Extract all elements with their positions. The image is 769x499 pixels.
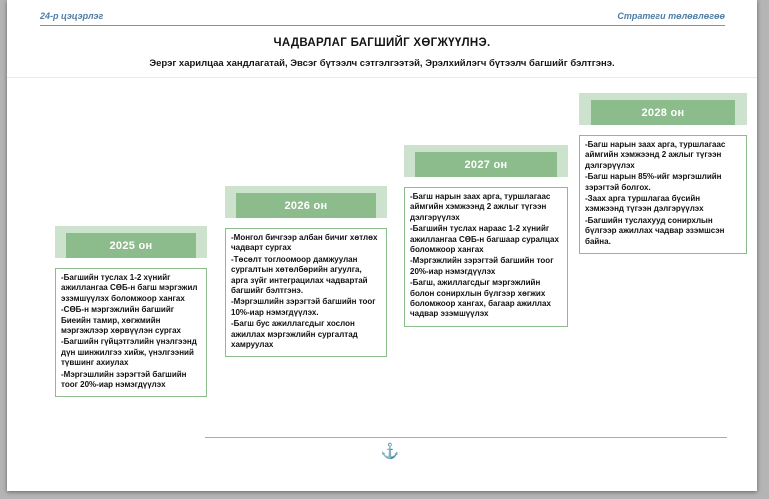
plan-item: -Багш бус ажиллагсдыг хослон ажиллах мэр… <box>231 319 358 349</box>
stair-step: 2027 он <box>404 145 568 177</box>
plan-item: -Заах арга туршлагаа бүсийн хэмжээнд түг… <box>585 193 704 214</box>
year-label: 2026 он <box>284 199 328 212</box>
plan-item: -Төсөлт тоглоомоор дамжуулан сургалтын х… <box>231 254 368 295</box>
plan-item: -Багш нарын 85%-ийг мэргэшлийн зэрэгтэй … <box>585 172 722 192</box>
header-divider <box>7 77 757 78</box>
plan-item: -Багшийн туслах нараас 1-2 хүнийг ажилла… <box>410 224 559 254</box>
stair-step: 2025 он <box>55 226 207 258</box>
plan-box: -Багш нарын заах арга, туршлагаас аймгий… <box>579 135 747 254</box>
doc-header: 24-р цэцэрлэг Стратеги төлөвлөгөө <box>40 11 725 26</box>
stair-step: 2028 он <box>579 93 747 125</box>
page-title: ЧАДВАРЛАГ БАГШИЙГ ХӨГЖҮҮЛНЭ. <box>273 37 491 49</box>
plan-item: -СӨБ-н мэргэжлийн багшийг Биеийн тамир, … <box>61 305 181 335</box>
plan-box: -Багшийн туслах 1-2 хүнийг ажиллангаа СӨ… <box>55 268 207 398</box>
plan-item: -Багш нарын заах арга, туршлагаас аймгий… <box>410 192 551 222</box>
anchor-icon: ⚓ <box>380 443 400 460</box>
plan-item: -Монгол бичгээр албан бичиг хөтлөх чадва… <box>231 233 378 253</box>
year-column-2: 2026 он -Монгол бичгээр албан бичиг хөтл… <box>225 186 387 358</box>
plan-item: -Багшийн гүйцэтгэлийн үнэлгээнд дүн шинж… <box>61 337 197 368</box>
doc-header-right: Стратеги төлөвлөгөө <box>617 11 725 21</box>
year-label: 2028 он <box>641 106 685 119</box>
year-box: 2025 он <box>65 233 197 258</box>
plan-box: -Монгол бичгээр албан бичиг хөтлөх чадва… <box>225 228 387 358</box>
year-column-4: 2028 он -Багш нарын заах арга, туршлагаа… <box>579 93 747 254</box>
year-box: 2027 он <box>415 152 557 177</box>
doc-header-left: 24-р цэцэрлэг <box>40 11 104 21</box>
plan-item: -Мэргэшлийн зэрэгтэй багшийн тоог 10%-иа… <box>231 297 376 317</box>
plan-item: -Мэргэшлийн зэрэгтэй багшийн тоог 20%-иа… <box>61 369 187 389</box>
diagram-baseline <box>205 437 727 438</box>
plan-item: -Багшийн туслахууд сонирхлын бүлгээр ажи… <box>585 215 725 246</box>
document-page: 24-р цэцэрлэг Стратеги төлөвлөгөө ЧАДВАР… <box>7 0 757 491</box>
year-label: 2027 он <box>464 158 508 171</box>
plan-item: -Мэргэжлийн зэрэгтэй багшийн тоог 20%-иа… <box>410 256 554 276</box>
year-column-3: 2027 он -Багш нарын заах арга, туршлагаа… <box>404 145 568 327</box>
plan-item: -Багшийн туслах 1-2 хүнийг ажиллангаа СӨ… <box>61 273 198 303</box>
page-subtitle: Эерэг харилцаа хандлагатай, Эвсэг бүтээл… <box>149 58 615 69</box>
plan-item: -Багш нарын заах арга, туршлагаас аймгий… <box>585 140 726 170</box>
year-box: 2028 он <box>590 100 736 125</box>
year-label: 2025 он <box>109 239 153 252</box>
year-column-1: 2025 он -Багшийн туслах 1-2 хүнийг ажилл… <box>55 226 207 398</box>
year-box: 2026 он <box>236 193 376 218</box>
plan-box: -Багш нарын заах арга, туршлагаас аймгий… <box>404 187 568 327</box>
stair-step: 2026 он <box>225 186 387 218</box>
plan-item: -Багш, ажиллагсдыг мэргэжлийн болон сони… <box>410 278 551 319</box>
